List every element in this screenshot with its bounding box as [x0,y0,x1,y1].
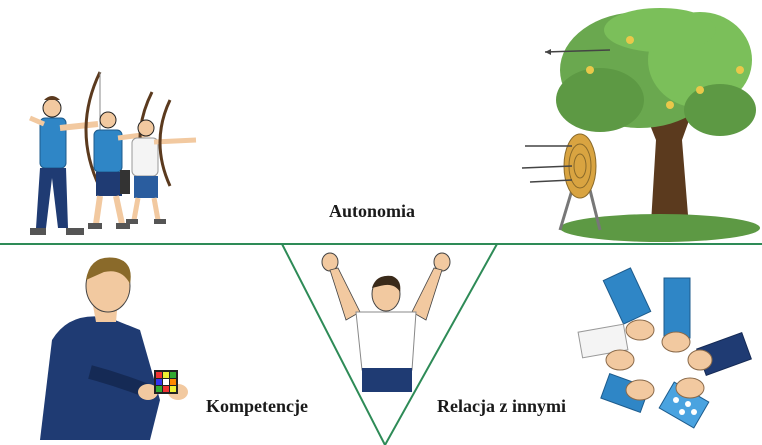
relatedness-label: Relacja z innymi [437,396,566,417]
archers-illustration [30,72,196,235]
tree-target-illustration [522,8,760,242]
autonomy-label: Autonomia [329,201,415,222]
man-rubiks-cube-illustration [40,257,188,440]
cheering-man-illustration [322,253,450,392]
linked-hands-illustration [578,268,751,428]
competence-label: Kompetencje [206,396,308,417]
